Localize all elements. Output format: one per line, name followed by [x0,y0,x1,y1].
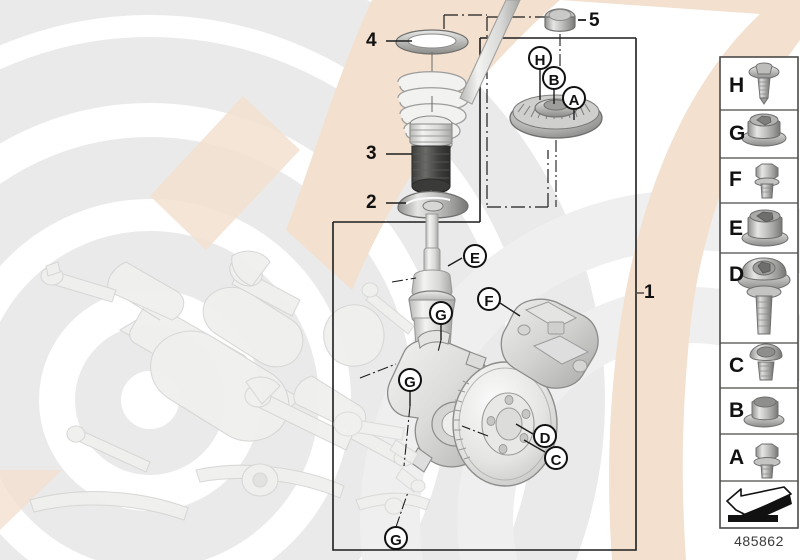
legend-icon-hex-flange-bolt-icon [753,443,781,479]
legend-icon-flange-nut-small-icon [743,396,785,428]
legend-letter-A: A [729,446,744,469]
part-brake-disc [452,361,558,487]
legend-letter-B: B [729,399,744,422]
leader-lines-letters [409,257,546,453]
legend-letters: H G F E D C B A [729,74,745,469]
pointer-hub-bore [461,425,489,437]
callout-G-1[interactable]: G [429,301,453,325]
svg-text:G: G [435,307,447,324]
part-spring-pad [395,29,469,55]
part-bump-stop [409,115,453,195]
callout-H[interactable]: H [528,46,552,70]
legend-icon-screw-washer-icon [748,62,780,105]
svg-text:G: G [404,374,416,391]
legend-icon-hex-bolt-icon [754,163,780,199]
leader-line-D [515,423,534,435]
callout-number-2[interactable]: 2 [366,192,377,213]
leader-line-C [523,439,546,453]
legend-letter-E: E [729,217,743,240]
group-box-main [332,38,637,551]
callout-E[interactable]: E [463,244,487,268]
svg-text:H: H [535,52,546,69]
letter-callouts: A B H E F G G G [384,46,586,550]
legend-letter-G: G [729,122,745,145]
legend-letter-H: H [729,74,744,97]
svg-text:D: D [540,430,551,447]
callout-F[interactable]: F [477,287,501,311]
callout-number-1[interactable]: 1 [644,282,655,303]
ghost-axle-near-knuckle [333,411,405,441]
legend-icon-arrow-direction-icon [726,486,792,522]
part-lower-spring-seat [397,191,469,219]
legend-panel [719,56,799,529]
callout-D[interactable]: D [533,424,557,448]
svg-text:B: B [549,72,560,89]
svg-text:G: G [390,532,402,549]
svg-text:E: E [470,250,480,267]
leader-line-G1-ext [437,339,442,353]
svg-text:C: C [551,452,562,469]
leader-line-F [499,302,521,317]
legend-letter-D: D [729,263,744,286]
callout-G-3[interactable]: G [384,526,408,550]
ghost-links-lower [355,282,431,515]
callout-A[interactable]: A [562,86,586,110]
legend-letter-F: F [729,168,742,191]
pointer-cv-joint [359,363,397,379]
part-number-label: 485862 [734,533,784,549]
callout-C[interactable]: C [544,446,568,470]
legend-icon-short-socket-bolt-icon [749,343,783,381]
leader-line-G2-ext [403,405,411,467]
callout-number-5[interactable]: 5 [589,10,600,31]
leader-line-G3 [395,491,409,528]
legend-icon-collar-nut-icon [741,209,789,247]
part-brake-caliper [500,298,599,389]
legend-letter-C: C [729,354,744,377]
pointer-strut-upper [391,277,417,283]
part-cap-plug [544,8,576,32]
legend-icon-flange-nut-icon [741,113,787,147]
callout-number-3[interactable]: 3 [366,143,377,164]
svg-text:A: A [569,92,580,109]
callout-B[interactable]: B [542,66,566,90]
dash-dot-bracket-top [443,14,487,32]
callout-G-2[interactable]: G [398,368,422,392]
svg-text:F: F [484,293,493,310]
part-strut-rod [425,213,439,251]
legend-icon-torx-flange-bolt-icon [737,257,791,335]
leader-line-E [447,257,463,267]
leader-lines-dashdot [359,277,489,528]
callout-number-4[interactable]: 4 [366,30,377,51]
